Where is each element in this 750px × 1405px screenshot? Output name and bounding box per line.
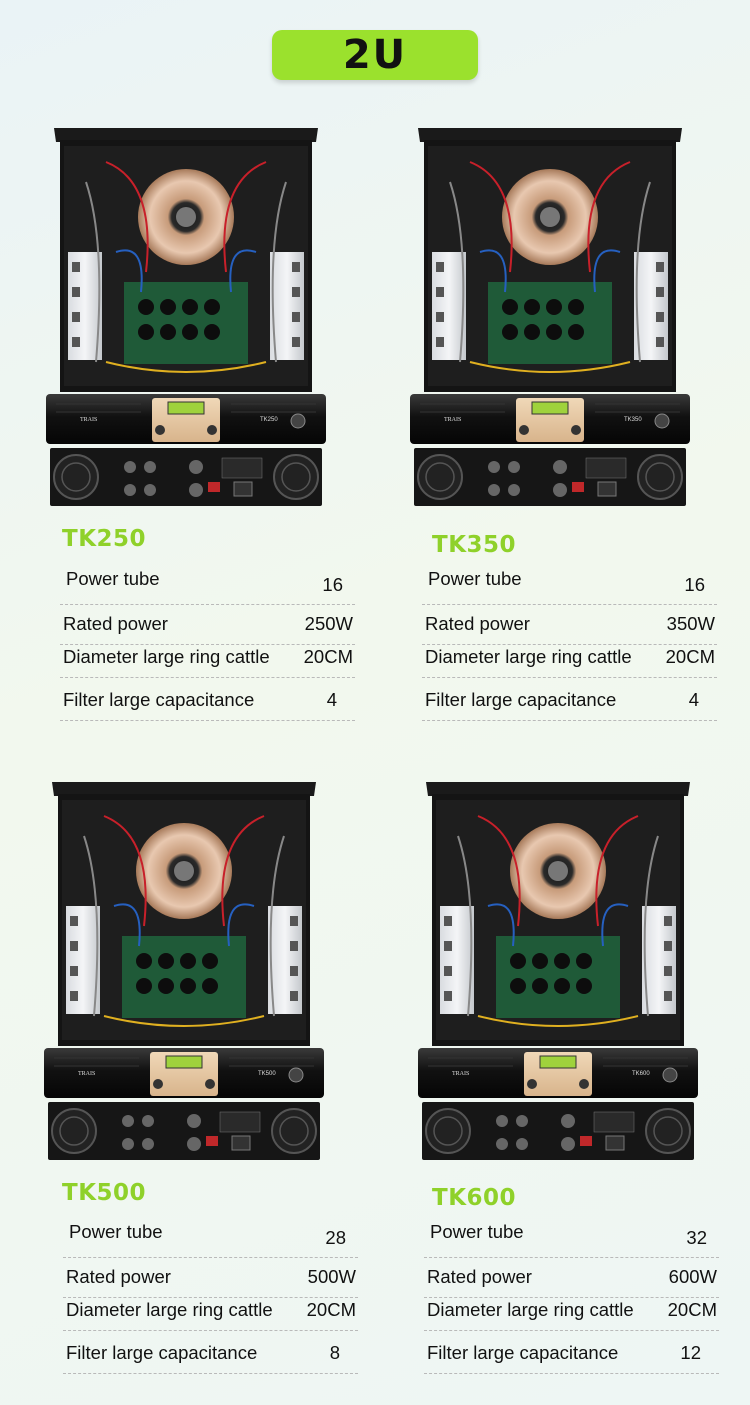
front-panel-model: TK250 [260, 417, 278, 423]
spec-label: Rated power [427, 1266, 532, 1287]
spec-row: Power tube 32 [424, 1211, 719, 1258]
spec-label: Filter large capacitance [63, 689, 255, 710]
spec-value: 4 [688, 689, 699, 710]
spec-row: Power tube 16 [422, 558, 717, 605]
spec-value: 20CM [306, 1299, 356, 1320]
spec-label: Rated power [425, 613, 530, 634]
spec-value: 32 [686, 1227, 707, 1248]
spec-value: 600W [668, 1266, 717, 1287]
front-panel-brand: TRAIS [78, 1071, 96, 1077]
spec-value: 4 [326, 689, 337, 710]
front-panel-model: TK600 [632, 1071, 650, 1077]
spec-value: 20CM [667, 1299, 717, 1320]
spec-value: 28 [325, 1227, 346, 1248]
spec-row: Diameter large ring cattle 20CM [60, 645, 355, 678]
spec-table: Power tube 32 Rated power 600W Diameter … [424, 1211, 719, 1374]
spec-label: Diameter large ring cattle [63, 646, 270, 667]
spec-row: Diameter large ring cattle 20CM [424, 1298, 719, 1331]
spec-row: Filter large capacitance 8 [63, 1331, 358, 1374]
spec-value: 16 [684, 574, 705, 595]
model-name: TK250 [62, 526, 147, 552]
spec-value: 16 [322, 574, 343, 595]
model-name: TK350 [432, 532, 517, 558]
spec-label: Diameter large ring cattle [66, 1299, 273, 1320]
spec-row: Rated power 600W [424, 1258, 719, 1298]
spec-row: Rated power 350W [422, 605, 717, 645]
model-name: TK600 [432, 1185, 517, 1211]
amplifier-image [44, 776, 324, 1166]
spec-row: Power tube 16 [60, 558, 355, 605]
spec-label: Rated power [63, 613, 168, 634]
spec-value: 12 [680, 1342, 701, 1363]
amplifier-image [410, 122, 690, 512]
spec-label: Power tube [428, 568, 522, 589]
amplifier-image [46, 122, 326, 512]
spec-row: Diameter large ring cattle 20CM [422, 645, 717, 678]
amplifier-image [418, 776, 698, 1166]
spec-value: 350W [666, 613, 715, 634]
spec-label: Filter large capacitance [425, 689, 617, 710]
spec-label: Rated power [66, 1266, 171, 1287]
spec-value: 20CM [303, 646, 353, 667]
spec-row: Rated power 250W [60, 605, 355, 645]
spec-row: Diameter large ring cattle 20CM [63, 1298, 358, 1331]
spec-value: 8 [329, 1342, 340, 1363]
spec-row: Filter large capacitance 12 [424, 1331, 719, 1374]
front-panel-model: TK350 [624, 417, 642, 423]
spec-value: 250W [304, 613, 353, 634]
section-badge: 2U [272, 30, 478, 80]
front-panel-brand: TRAIS [444, 417, 462, 423]
spec-table: Power tube 16 Rated power 350W Diameter … [422, 558, 717, 721]
front-panel-brand: TRAIS [80, 417, 98, 423]
spec-label: Power tube [69, 1221, 163, 1242]
front-panel-brand: TRAIS [452, 1071, 470, 1077]
spec-value: 20CM [665, 646, 715, 667]
spec-table: Power tube 16 Rated power 250W Diameter … [60, 558, 355, 721]
spec-label: Power tube [430, 1221, 524, 1242]
spec-label: Diameter large ring cattle [427, 1299, 634, 1320]
spec-label: Filter large capacitance [66, 1342, 258, 1363]
spec-label: Filter large capacitance [427, 1342, 619, 1363]
spec-row: Filter large capacitance 4 [60, 678, 355, 721]
model-name: TK500 [62, 1180, 147, 1206]
front-panel-model: TK500 [258, 1071, 276, 1077]
spec-row: Rated power 500W [63, 1258, 358, 1298]
spec-label: Diameter large ring cattle [425, 646, 632, 667]
spec-value: 500W [307, 1266, 356, 1287]
spec-row: Filter large capacitance 4 [422, 678, 717, 721]
spec-row: Power tube 28 [63, 1211, 358, 1258]
spec-label: Power tube [66, 568, 160, 589]
spec-table: Power tube 28 Rated power 500W Diameter … [63, 1211, 358, 1374]
